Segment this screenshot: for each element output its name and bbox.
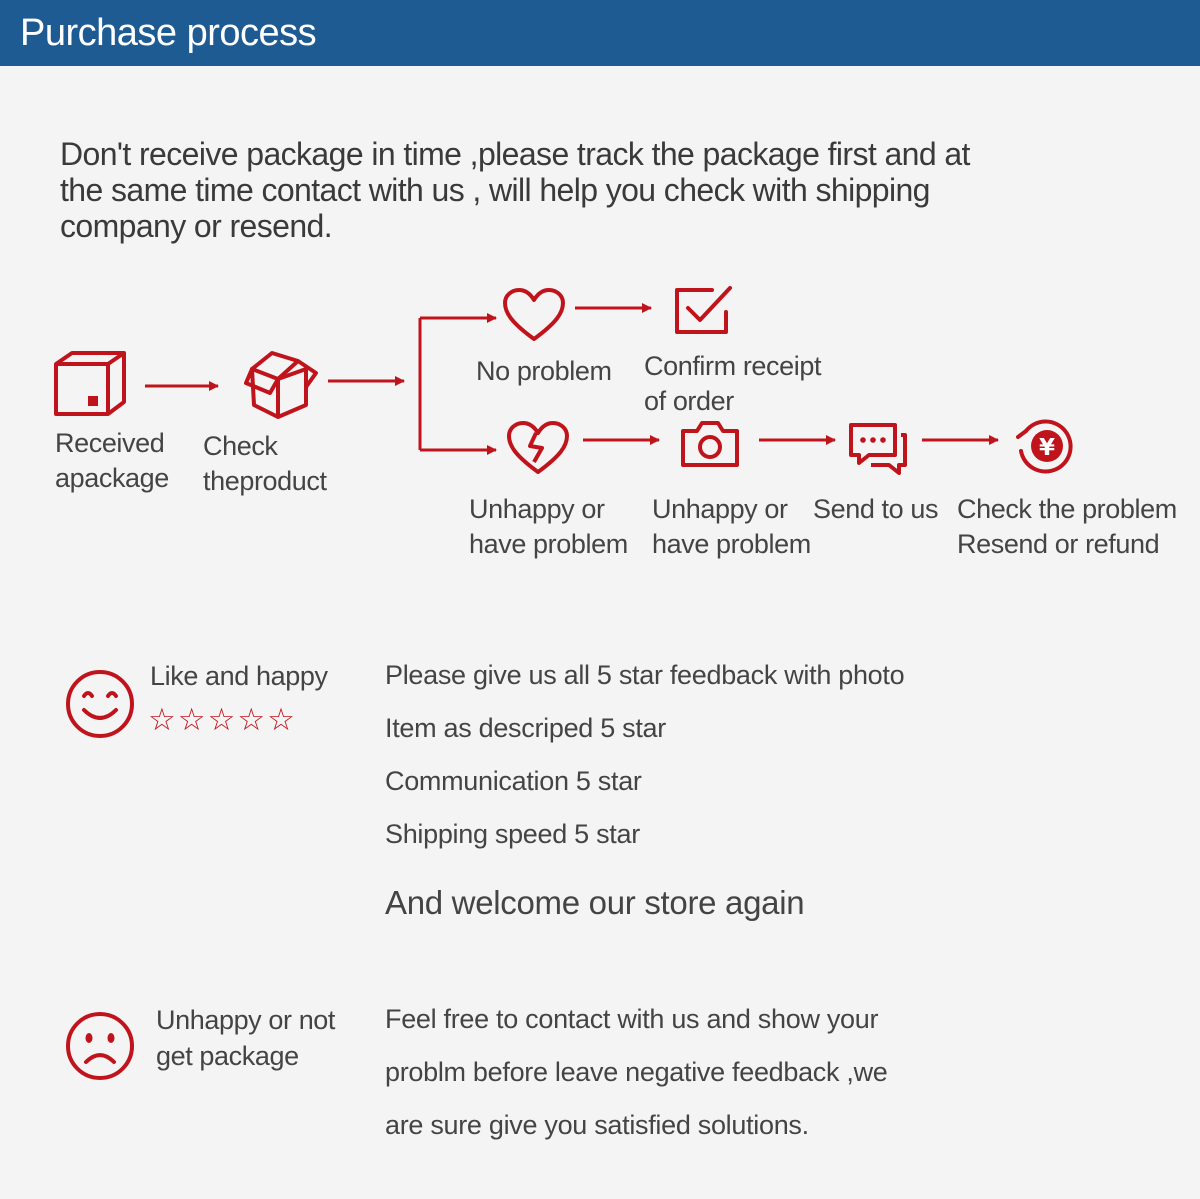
- confirm-label-line1: Confirm receipt: [644, 351, 822, 381]
- camera-icon: [679, 419, 741, 474]
- resolve-label-line2: Resend or refund: [957, 529, 1160, 559]
- unhappy-line-3: are sure give you satisfied solutions.: [385, 1110, 809, 1140]
- intro-text: Don't receive package in time ,please tr…: [60, 136, 970, 244]
- unhappy1-label-line1: Unhappy or: [469, 494, 605, 524]
- page-title: Purchase process: [20, 12, 317, 54]
- happy-line-2: Item as descriped 5 star: [385, 713, 666, 743]
- unhappy-line-1: Feel free to contact with us and show yo…: [385, 1004, 879, 1034]
- checkbox-icon: [672, 284, 734, 343]
- unhappy2-label-line2: have problem: [652, 529, 811, 559]
- unhappy-line-2: problm before leave negative feedback ,w…: [385, 1057, 888, 1087]
- check-label-line1: Check: [203, 431, 278, 461]
- resolve-label-line1: Check the problem: [957, 494, 1177, 524]
- heart-icon: [502, 287, 566, 348]
- unhappy-label-line1: Unhappy or not: [156, 1005, 336, 1035]
- received-label-line1: Received: [55, 428, 165, 458]
- welcome-text: And welcome our store again: [385, 884, 805, 921]
- check-label-line2: theproduct: [203, 466, 327, 496]
- received-label-line2: apackage: [55, 463, 169, 493]
- package-icon: [52, 350, 128, 423]
- happy-label: Like and happy: [150, 661, 328, 691]
- chat-icon: [847, 421, 909, 480]
- send-label: Send to us: [813, 494, 939, 524]
- five-stars: ☆☆☆☆☆: [148, 702, 297, 737]
- smiley-icon: [64, 668, 136, 745]
- refund-yen-icon: ¥: [1014, 415, 1076, 480]
- unhappy-label-line2: get package: [156, 1041, 299, 1071]
- header-bar: Purchase process: [0, 0, 1200, 66]
- no-problem-label: No problem: [476, 356, 612, 386]
- happy-line-3: Communication 5 star: [385, 766, 642, 796]
- svg-text:¥: ¥: [1039, 435, 1055, 461]
- broken-heart-icon: [506, 418, 570, 481]
- sad-face-icon: [64, 1010, 136, 1087]
- open-box-icon: [244, 347, 320, 426]
- happy-line-1: Please give us all 5 star feedback with …: [385, 660, 905, 690]
- unhappy2-label-line1: Unhappy or: [652, 494, 788, 524]
- happy-line-4: Shipping speed 5 star: [385, 819, 640, 849]
- unhappy1-label-line2: have problem: [469, 529, 628, 559]
- confirm-label-line2: of order: [644, 386, 734, 416]
